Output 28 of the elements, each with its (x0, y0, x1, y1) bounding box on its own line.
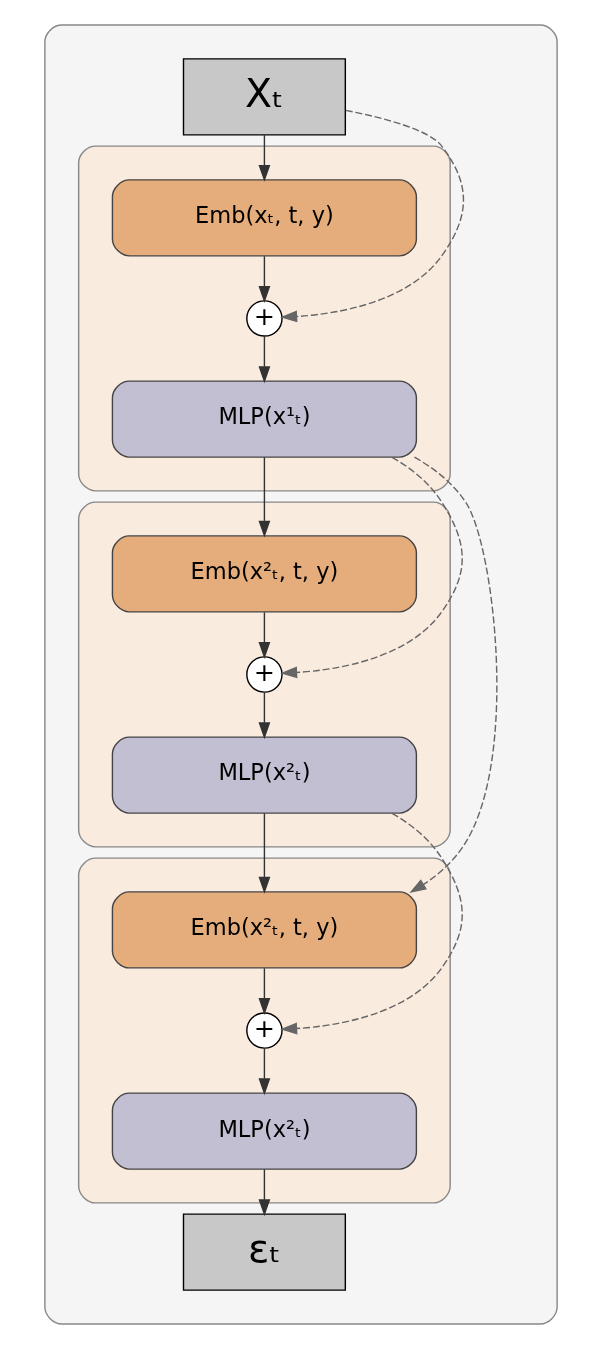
arrow (258, 134, 271, 182)
node-box: Xₜ (182, 58, 347, 136)
node-box: εₜ (182, 1213, 347, 1291)
node-circle: + (246, 656, 283, 693)
node-box: MLP(x²ₜ) (111, 1092, 418, 1170)
arrow (258, 255, 271, 303)
node-circle: + (246, 300, 283, 337)
arrow (258, 691, 271, 740)
cluster (77, 501, 451, 848)
arrow (280, 812, 463, 1035)
arrow (258, 1047, 271, 1096)
arrow (280, 456, 463, 679)
arrow (258, 335, 271, 384)
node-box: Emb(x²ₜ, t, y) (111, 535, 418, 613)
node-box: Emb(xₜ, t, y) (111, 179, 418, 257)
node-box: MLP(x²ₜ) (111, 736, 418, 814)
arrow (258, 1168, 271, 1217)
arrow (409, 456, 498, 893)
node-circle: + (246, 1012, 283, 1049)
cluster (77, 145, 451, 492)
arrow (280, 109, 465, 323)
cluster (44, 24, 558, 1325)
node-box: MLP(x¹ₜ) (111, 380, 418, 458)
arrow (258, 967, 271, 1015)
arrow (258, 611, 271, 659)
arrow (258, 456, 271, 538)
arrow (258, 812, 271, 894)
node-box: Emb(x²ₜ, t, y) (111, 891, 418, 969)
